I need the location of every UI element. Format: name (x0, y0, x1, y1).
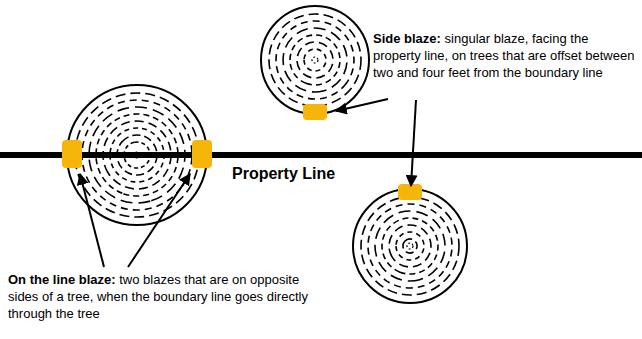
tree-ring (275, 20, 354, 99)
tree-ring (374, 210, 446, 282)
tree-ring (290, 35, 340, 85)
on-line-blaze-note: On the line blaze:two blazes that are on… (8, 271, 326, 322)
tree-ring (395, 231, 425, 261)
leader-arrow (411, 100, 416, 186)
leader-arrow (80, 174, 104, 267)
leader-arrow (336, 99, 388, 111)
note-heading: Side blaze: (373, 31, 441, 46)
tree-pith (312, 57, 318, 63)
property-line-label: Property Line (232, 164, 335, 184)
yellow-blaze (303, 104, 327, 120)
tree-ring (260, 5, 369, 114)
side-blaze-note: Side blaze:singular blaze, facing the pr… (373, 30, 635, 81)
leader-arrow (128, 174, 190, 267)
note-text: Property Line (232, 165, 335, 182)
tree-ring (381, 217, 439, 275)
tree-ring (367, 203, 454, 290)
tree-ring (303, 48, 327, 72)
yellow-blaze (398, 184, 422, 200)
tree-ring (400, 236, 420, 256)
yellow-blaze (192, 140, 212, 168)
tree-ring (283, 28, 348, 93)
tree-bark (353, 189, 467, 303)
tree-ring (351, 187, 469, 305)
yellow-blaze (62, 140, 82, 168)
tree-bark (261, 6, 369, 114)
note-heading: On the line blaze: (8, 272, 116, 287)
tree-pith (407, 243, 413, 249)
tree-cross-section (260, 5, 369, 114)
tree-ring (361, 197, 459, 295)
property-line (0, 152, 642, 158)
tree-cross-section (351, 187, 469, 305)
tree-ring (269, 14, 361, 106)
